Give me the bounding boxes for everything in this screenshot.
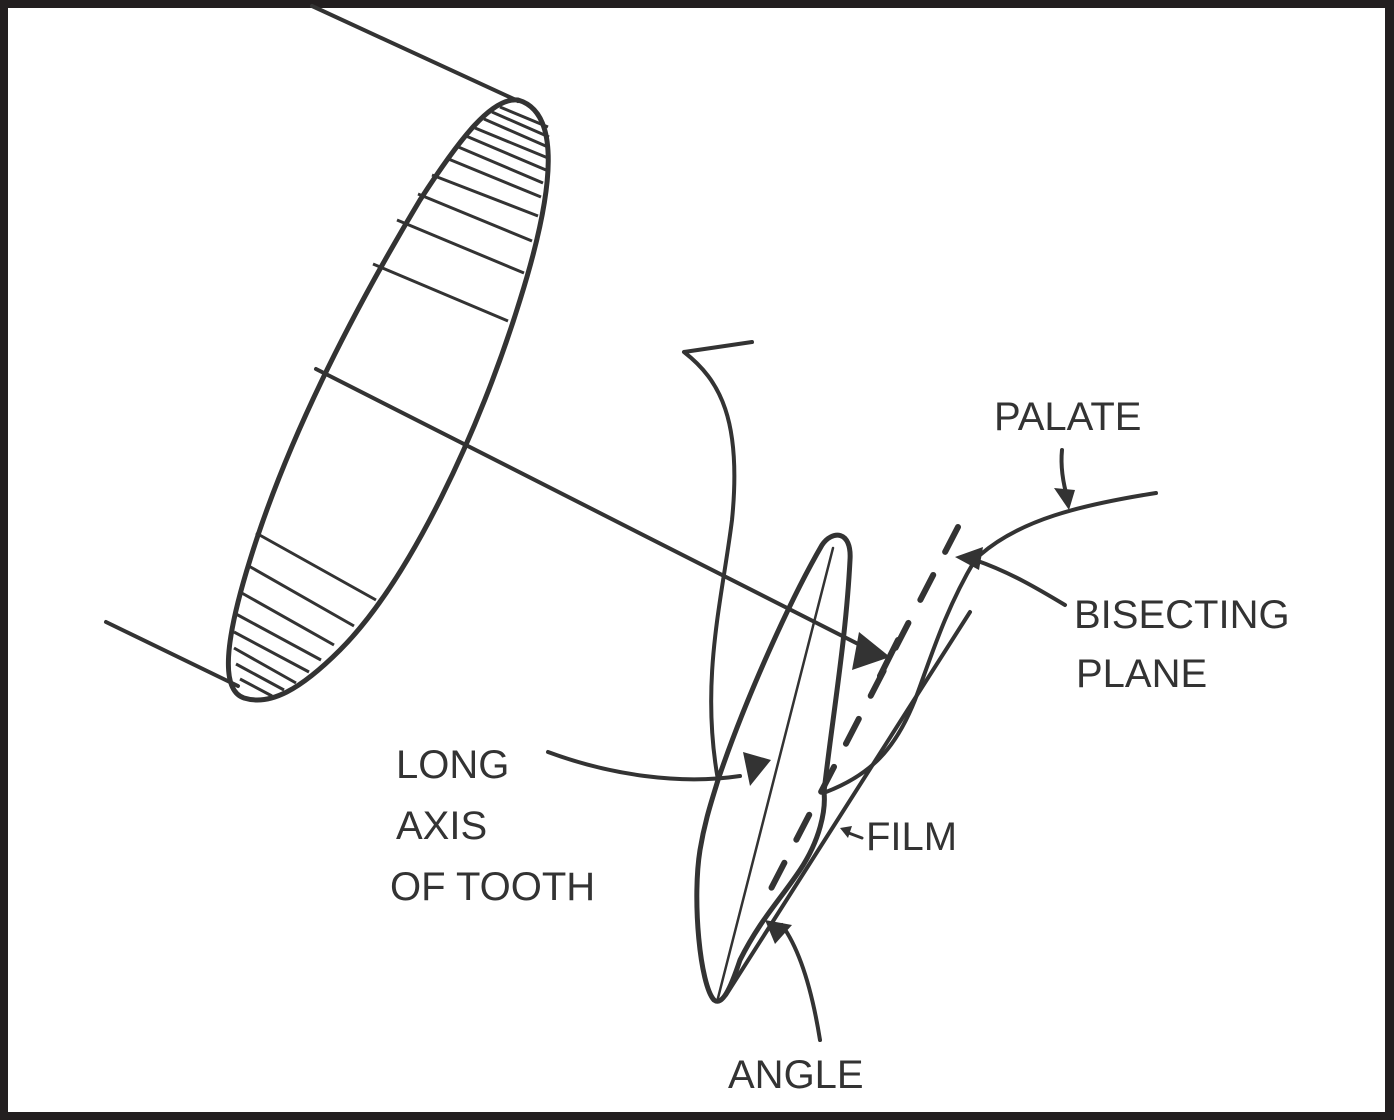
label-of-tooth: OF TOOTH <box>390 865 595 909</box>
palate-curve <box>978 491 1158 557</box>
label-long: LONG <box>396 743 509 787</box>
long-axis-arrowhead <box>743 752 771 786</box>
bisecting-plane <box>757 524 961 913</box>
central-ray <box>314 367 890 670</box>
angle-arrowhead <box>765 920 792 944</box>
label-film: FILM <box>866 815 957 859</box>
long-axis-line <box>716 546 835 1000</box>
central-ray-arrowhead <box>852 632 890 670</box>
palate <box>978 491 1158 557</box>
film <box>724 610 972 997</box>
label-bisecting: BISECTING <box>1074 593 1290 637</box>
cone-bottom-edge <box>104 620 240 688</box>
film-line <box>724 610 972 997</box>
bisecting-plane-arrowhead <box>955 547 983 570</box>
cone-aperture-ellipse <box>225 97 551 703</box>
ray-stop-bar <box>877 637 901 679</box>
xray-cone <box>104 4 551 703</box>
central-ray-line <box>314 367 868 650</box>
label-palate: PALATE <box>994 395 1141 439</box>
label-plane: PLANE <box>1076 652 1207 696</box>
bisecting-plane-arrow-shaft <box>973 558 1067 607</box>
tooth-outline <box>694 532 853 1004</box>
cone-hatching-lower <box>233 531 377 698</box>
angle-arrow-shaft <box>780 923 822 1042</box>
label-angle: ANGLE <box>728 1053 864 1097</box>
film-arrowhead <box>840 826 852 838</box>
gum-outline <box>682 340 754 782</box>
label-arrows <box>546 448 1075 1042</box>
long-axis-arrow-shaft <box>546 750 742 782</box>
cone-hatching-upper <box>372 105 550 323</box>
cone-top-edge <box>310 4 520 103</box>
bisecting-plane-dashed <box>757 524 961 913</box>
label-axis: AXIS <box>396 804 487 848</box>
palate-arrowhead <box>1054 488 1075 510</box>
